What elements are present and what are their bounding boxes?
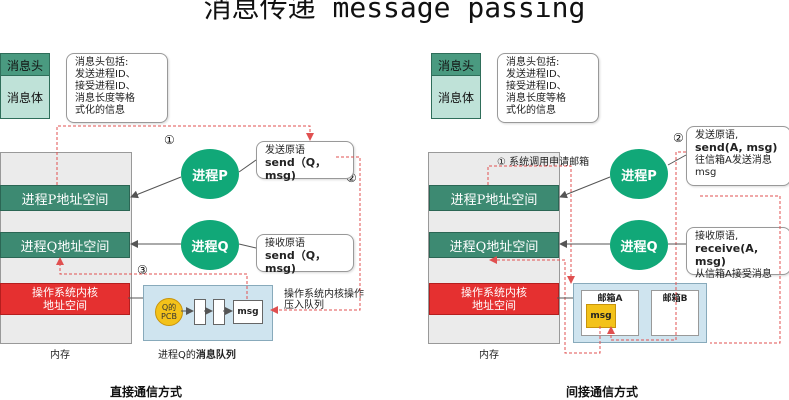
p-callout-pointer	[238, 159, 257, 173]
process-q-address-space: 进程Q地址空间	[429, 232, 559, 258]
callout-line: 发送原语,	[695, 130, 739, 141]
queue-slot	[194, 299, 206, 325]
mailbox-msg-node: msg	[586, 304, 616, 328]
callout-line: 接受进程ID、	[75, 81, 136, 92]
callout-line: 消息长度等格	[506, 93, 566, 104]
callout-code: receive(A, msg)	[695, 242, 759, 268]
callout-line: 发送进程ID、	[75, 69, 136, 80]
os-bar-line: 操作系统内核	[32, 286, 98, 299]
step-3-marker: ③	[137, 263, 148, 277]
step-1-marker: ① 系统调用申请邮箱	[497, 157, 590, 168]
step-2-marker: ②	[673, 131, 684, 145]
queue-slot	[213, 299, 225, 325]
pcb-line: PCB	[161, 312, 177, 321]
header-description-callout: 消息头包括: 发送进程ID、 接受进程ID、 消息长度等格 式化的信息	[66, 53, 168, 123]
step-1-marker: ①	[164, 133, 175, 147]
message-header-box: 消息头	[431, 53, 481, 77]
process-q-node: 进程Q	[610, 220, 668, 270]
callout-line: 往信箱A发送消息	[695, 155, 772, 166]
callout-code: send(A, msg)	[695, 141, 778, 154]
mailbox-b: 邮箱B	[651, 290, 699, 336]
os-bar-line: 地址空间	[43, 299, 87, 312]
callout-line: 消息头包括:	[506, 57, 560, 68]
send-primitive-callout: 发送原语, send(A, msg) 往信箱A发送消息 msg	[686, 126, 789, 186]
queue-label-bold: 消息队列	[195, 350, 236, 361]
callout-line: msg	[695, 167, 717, 178]
page-title: 消息传递 message passing	[203, 0, 586, 24]
process-q-node: 进程Q	[181, 220, 239, 270]
message-header-box: 消息头	[0, 53, 50, 77]
process-p-address-space: 进程P地址空间	[429, 185, 559, 211]
p-to-bar-arrow	[130, 176, 182, 199]
os-kernel-address-space: 操作系统内核 地址空间	[429, 283, 559, 315]
callout-line: 从信箱A接受消息	[695, 269, 772, 280]
indirect-communication-caption: 间接通信方式	[566, 385, 639, 399]
receive-primitive-callout: 接收原语 send（Q，msg)	[256, 234, 354, 275]
p-to-bar-arrow	[559, 176, 611, 199]
process-p-node: 进程P	[610, 149, 668, 199]
kernel-operation-note: 操作系统内核操作 压入队列	[284, 289, 364, 311]
callout-code: send（Q，msg)	[265, 249, 327, 275]
send-primitive-callout: 发送原语 send（Q，msg)	[256, 141, 354, 182]
mailbox-a-title: 邮箱A	[597, 294, 623, 304]
memory-label: 内存	[479, 350, 499, 361]
header-description-callout: 消息头包括: 发送进程ID、 接受进程ID、 消息长度等格 式化的信息	[497, 53, 599, 123]
callout-line: 消息长度等格	[75, 93, 135, 104]
mailbox-b-title: 邮箱B	[662, 294, 688, 304]
callout-line: 发送进程ID、	[506, 69, 567, 80]
p-callout-pointer	[667, 154, 687, 166]
os-kernel-address-space: 操作系统内核 地址空间	[0, 283, 130, 315]
note-line: 压入队列	[284, 300, 324, 311]
process-p-node: 进程P	[181, 149, 239, 199]
message-body-box: 消息体	[0, 75, 50, 119]
process-q-address-space: 进程Q地址空间	[0, 232, 130, 258]
receive-primitive-callout: 接收原语, receive(A, msg) 从信箱A接受消息	[686, 227, 789, 280]
os-bar-line: 地址空间	[472, 299, 516, 312]
callout-line: 接受进程ID、	[506, 81, 567, 92]
message-body-box: 消息体	[431, 75, 481, 119]
queue-msg-node: msg	[233, 300, 263, 324]
q-callout-pointer	[238, 243, 257, 249]
callout-line: 消息头包括:	[75, 57, 129, 68]
queue-label-text: 进程Q的	[158, 350, 196, 361]
direct-communication-caption: 直接通信方式	[110, 385, 183, 399]
pcb-line: Q的	[161, 303, 177, 312]
callout-line: 式化的信息	[75, 105, 125, 116]
process-p-address-space: 进程P地址空间	[0, 185, 130, 211]
queue-label: 进程Q的消息队列	[158, 346, 236, 361]
memory-label: 内存	[50, 350, 70, 361]
callout-code: send（Q，msg)	[265, 156, 327, 182]
q-pcb-node: Q的 PCB	[155, 298, 183, 326]
callout-line: 式化的信息	[506, 105, 556, 116]
note-line: 操作系统内核操作	[284, 289, 364, 300]
os-bar-line: 操作系统内核	[461, 286, 527, 299]
